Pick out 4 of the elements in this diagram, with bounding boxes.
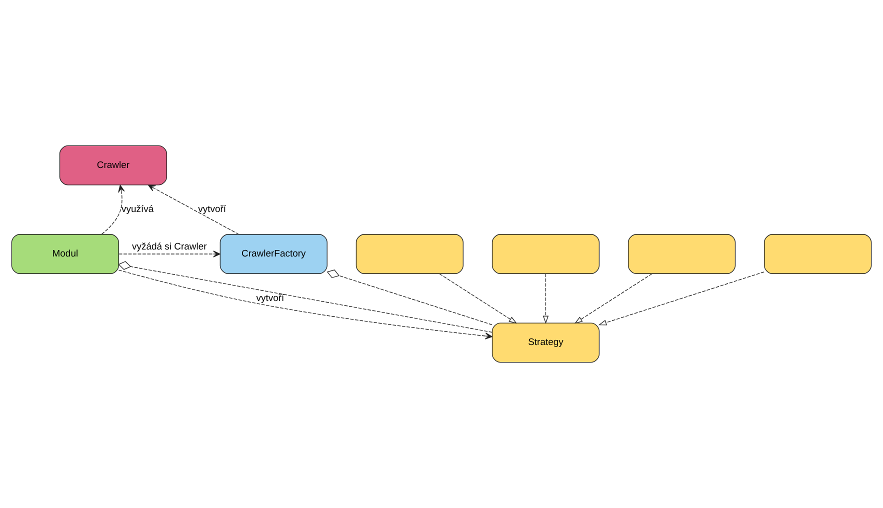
edge-label: využívá <box>122 204 154 216</box>
edge-label: vytvoří <box>198 204 226 216</box>
edge-label: vyžádá si Crawler <box>132 241 207 252</box>
edge-label: vytvoří <box>256 292 284 304</box>
